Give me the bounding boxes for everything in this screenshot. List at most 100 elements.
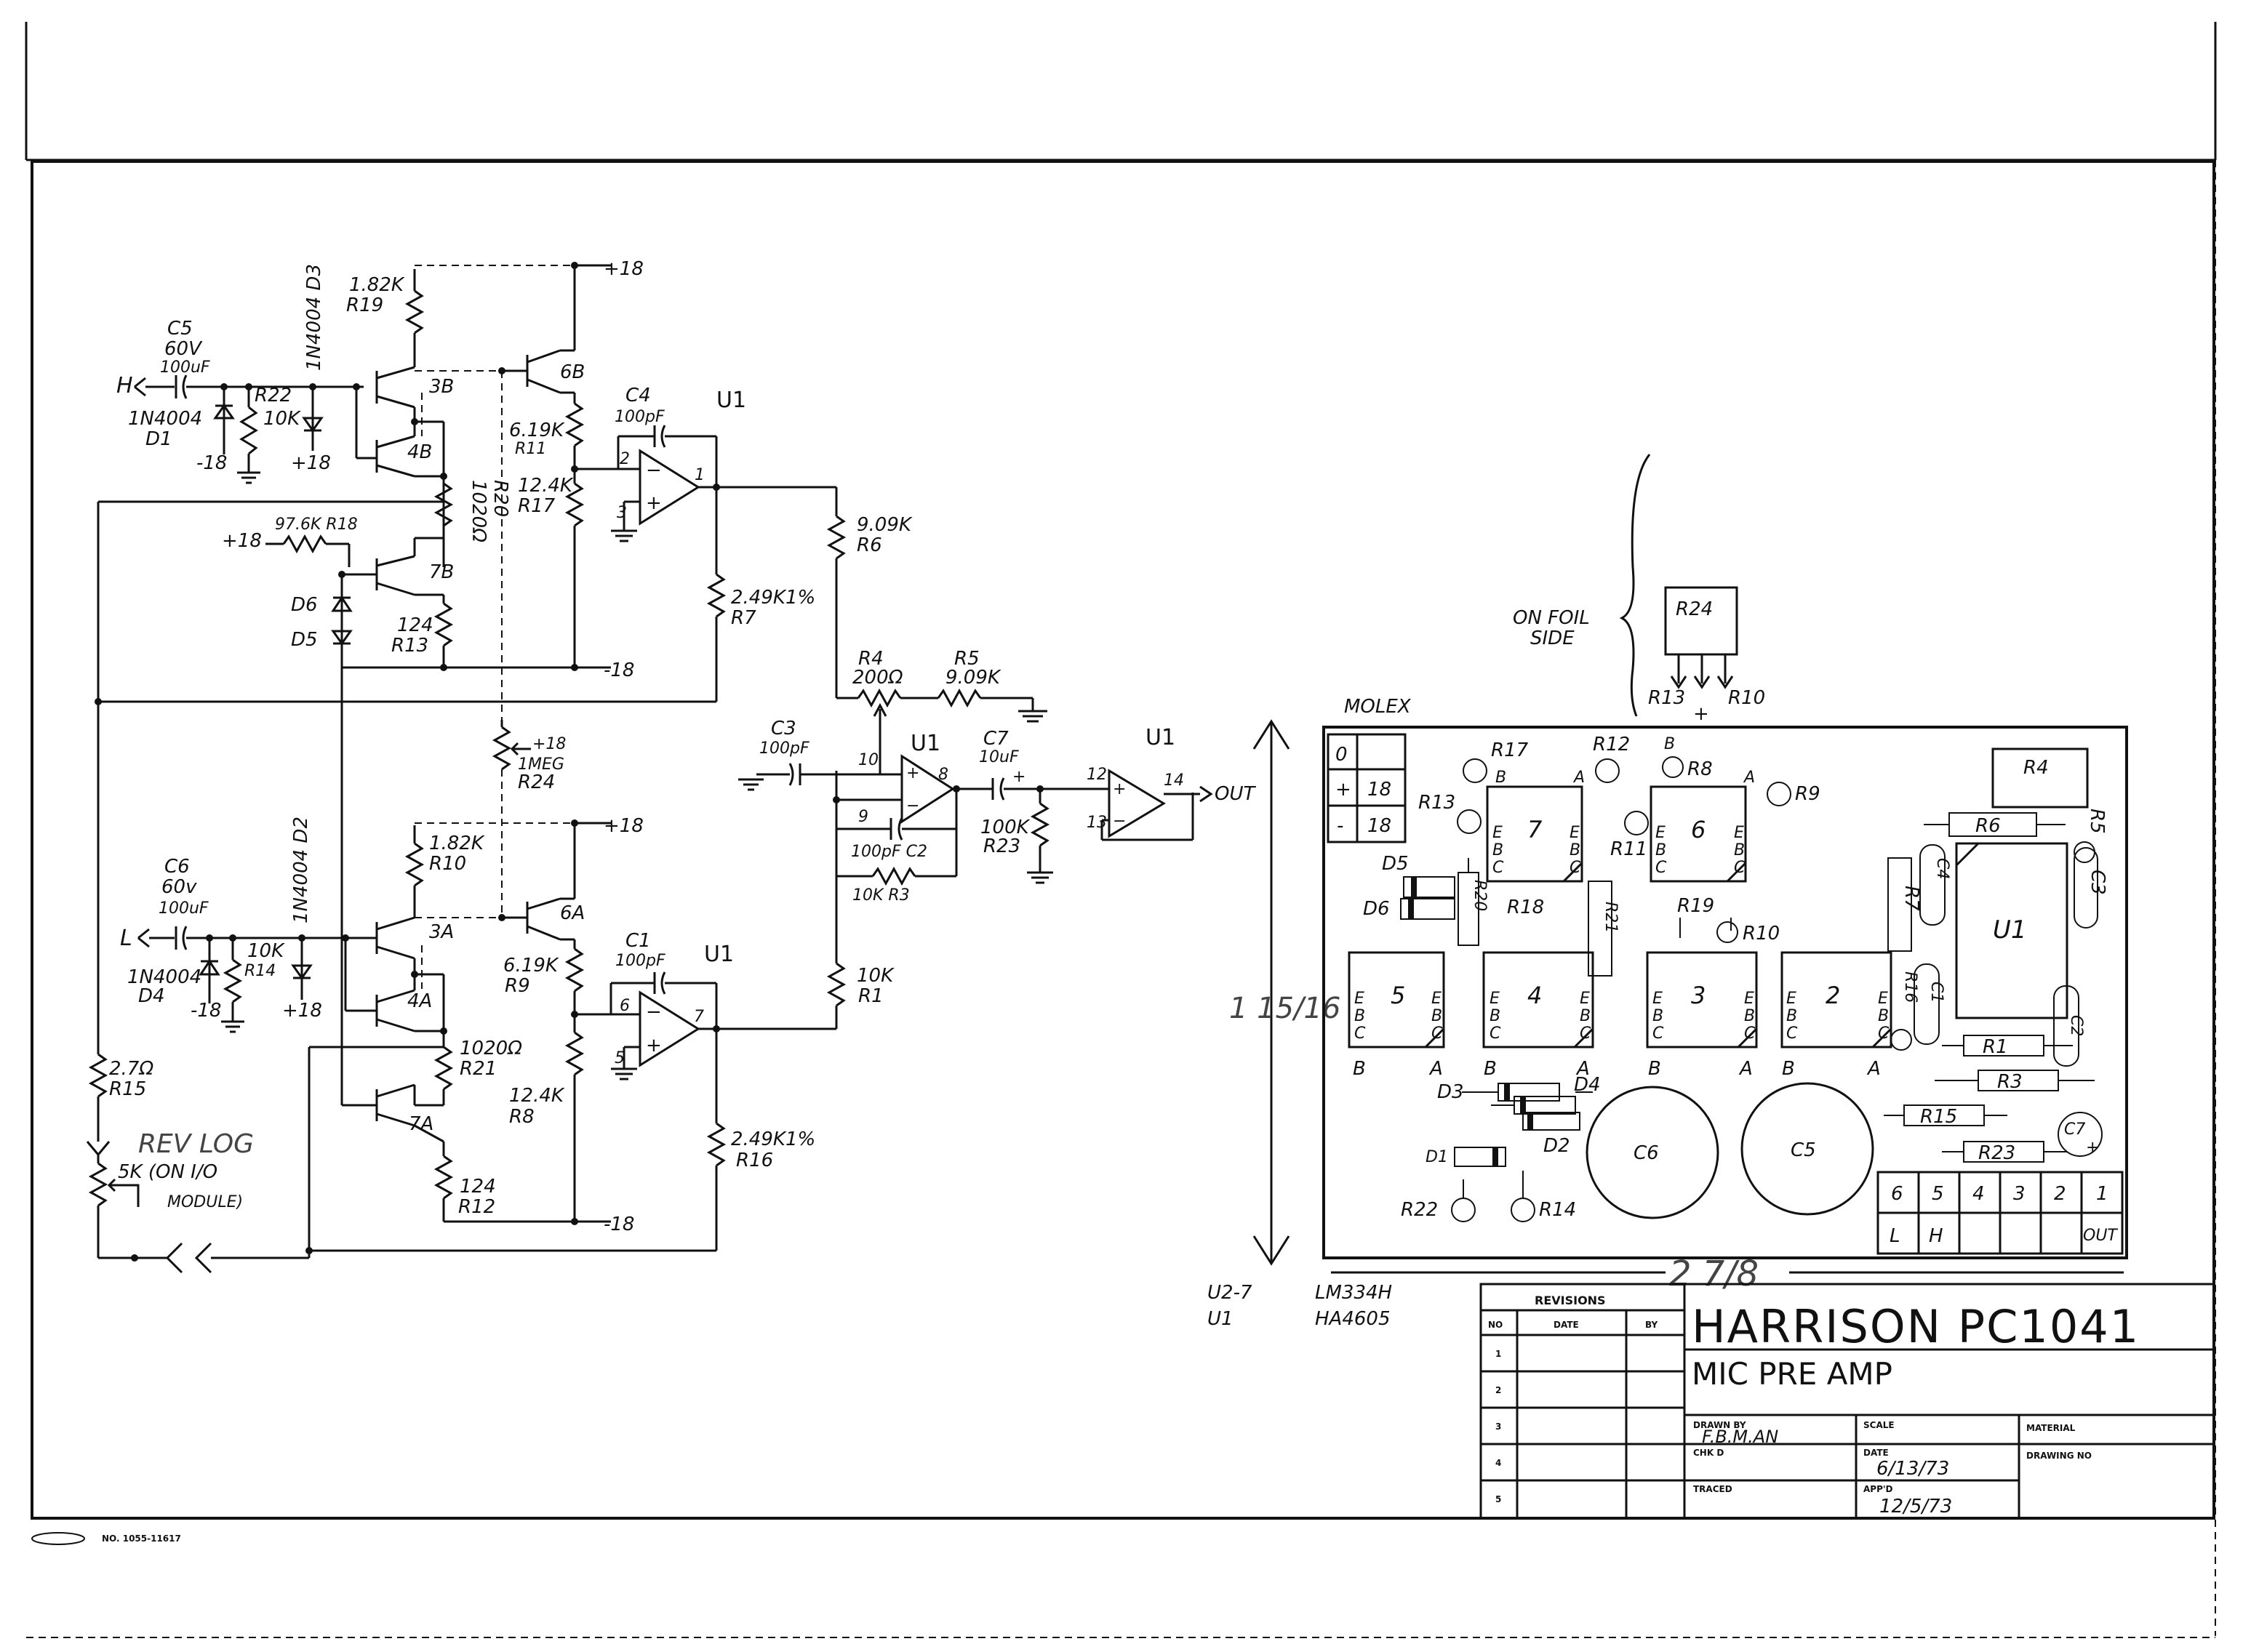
rev-col-date: DATE: [1554, 1320, 1579, 1330]
pin-10: 10: [858, 751, 879, 769]
conn-num-3: 3: [2013, 1183, 2026, 1205]
revisions-header: REVISIONS: [1535, 1294, 1606, 1307]
r19-ref: R19: [346, 294, 383, 316]
opamp-label-out: U1: [1146, 725, 1175, 750]
pcb-q3-c2: C: [1744, 1025, 1756, 1043]
foil-note-2: SIDE: [1530, 627, 1575, 649]
pcb-q6: 6: [1691, 816, 1706, 843]
pcb-q4-b2: B: [1580, 1007, 1591, 1025]
pcb-r6: R6: [1975, 815, 2001, 837]
pcb-r21: R21: [1602, 902, 1620, 933]
conn-label-l: L: [1890, 1225, 1900, 1247]
r15-value: 2.7Ω: [109, 1058, 153, 1080]
pcb-q7-e: E: [1492, 824, 1503, 842]
pcb-b2: B: [1664, 735, 1675, 753]
neg18-b: -18: [191, 1000, 221, 1022]
r11-ref: R11: [515, 440, 546, 458]
pcb-q3: 3: [1691, 982, 1706, 1009]
pcb-q4: 4: [1527, 982, 1542, 1009]
rev-row-2: 2: [1495, 1385, 1501, 1395]
svg-text:+: +: [1113, 780, 1126, 798]
d1-ref: D1: [145, 428, 172, 450]
r24-trim: +18 1MEG R24: [492, 720, 566, 916]
conn-num-4: 4: [1972, 1183, 1985, 1205]
pcb-r12: R12: [1593, 734, 1630, 755]
pcb-r23: R23: [1978, 1142, 2015, 1164]
pcb-q6-b2: B: [1734, 841, 1745, 859]
pcb-r9: R9: [1795, 783, 1820, 805]
molex-label: MOLEX: [1344, 696, 1412, 718]
drawing-no-label: DRAWING NO: [2026, 1451, 2092, 1461]
pcb-q4-c: C: [1490, 1025, 1501, 1043]
svg-text:+: +: [646, 492, 662, 514]
r24-lead-r10: R10: [1728, 687, 1765, 709]
r4-value: 200Ω: [852, 667, 903, 689]
pcb-q3-e2: E: [1744, 990, 1754, 1008]
pcb-r17: R17: [1491, 739, 1529, 761]
pcb-c2: C2: [2067, 1015, 2085, 1036]
r6-value: 9.09K: [857, 514, 913, 536]
r1-value: 10K: [857, 965, 895, 987]
pcb-c4: C4: [1933, 858, 1951, 879]
pcb-q5-e: E: [1354, 990, 1364, 1008]
r6-ref: R6: [857, 534, 882, 556]
r24-lead-r13: R13: [1648, 687, 1685, 709]
conn-label-out: OUT: [2083, 1227, 2118, 1245]
pcb-r16: R16: [1901, 971, 1919, 1003]
ic-notes: U2-7 LM334H U1 HA4605: [1207, 1282, 1392, 1330]
d4-ref: D4: [138, 985, 165, 1007]
molex-pin-minus: -: [1337, 815, 1343, 837]
appd-value: 12/5/73: [1879, 1496, 1952, 1517]
conn-label-h: H: [1929, 1225, 1943, 1247]
pos18-r18: +18: [222, 530, 262, 552]
molex-pin-0: 0: [1335, 744, 1348, 766]
drawing-subtitle: MIC PRE AMP: [1692, 1356, 1892, 1392]
c6-value: 100uF: [159, 899, 209, 918]
schematic-upper-channel: H C5 60V 100uF 1N4004 D1 -18 R22 10K 1N4…: [95, 258, 836, 1054]
svg-text:+: +: [646, 1035, 662, 1056]
r14-value: 10K: [247, 940, 285, 962]
r23-ref: R23: [983, 835, 1020, 857]
scale-label: SCALE: [1863, 1420, 1895, 1430]
r7-ref: R7: [731, 607, 756, 629]
pcb-c6: C6: [1634, 1142, 1659, 1164]
rev-row-4: 4: [1495, 1458, 1501, 1468]
c7-value: 10uF: [979, 748, 1019, 766]
pcb-r4: R4: [2023, 757, 2049, 779]
q4b-label: 4B: [407, 441, 432, 463]
r24-pos: +18: [532, 735, 566, 753]
chkd-label: CHK D: [1693, 1448, 1724, 1458]
r21-ref: R21: [460, 1058, 497, 1080]
r24-box-label: R24: [1676, 598, 1713, 620]
pcb-q2-e: E: [1786, 990, 1796, 1008]
conn-num-6: 6: [1891, 1183, 1903, 1205]
conn-num-1: 1: [2096, 1183, 2108, 1205]
pcb-mid-parts: D5 D6 R20 R18 R21 R19 R10: [1363, 853, 1780, 977]
r10-ref: R10: [429, 853, 466, 875]
d5-label: D5: [291, 629, 318, 651]
pin-5: 5: [615, 1049, 625, 1067]
pcb-q2-c2: C: [1878, 1025, 1890, 1043]
pin-8: 8: [938, 766, 948, 784]
row-b4: B: [1782, 1058, 1795, 1080]
pin-9: 9: [858, 808, 868, 826]
drawn-by-label: DRAWN BY: [1693, 1420, 1746, 1430]
rev-row-3: 3: [1495, 1422, 1501, 1432]
row-a3: A: [1738, 1058, 1753, 1080]
r4-ref: R4: [858, 648, 884, 670]
pcb-u1: U1: [1993, 915, 2027, 945]
pcb-q2-e2: E: [1878, 990, 1888, 1008]
r15-ref: R15: [109, 1078, 146, 1100]
r14-ref: R14: [244, 962, 276, 980]
row-a2: A: [1575, 1058, 1590, 1080]
input-l-label: L: [120, 926, 132, 951]
drawn-by-value: F.B.M.AN: [1702, 1427, 1778, 1447]
r21-value: 1020Ω: [460, 1038, 522, 1059]
pcb-q4-e2: E: [1580, 990, 1590, 1008]
pcb-q6-b: B: [1655, 841, 1666, 859]
pcb-r8: R8: [1687, 758, 1713, 780]
pcb-q7-b2: B: [1570, 841, 1580, 859]
ic-note-part-2: HA4605: [1315, 1308, 1391, 1330]
pcb-c5: C5: [1791, 1139, 1816, 1161]
r9-ref: R9: [505, 975, 530, 997]
